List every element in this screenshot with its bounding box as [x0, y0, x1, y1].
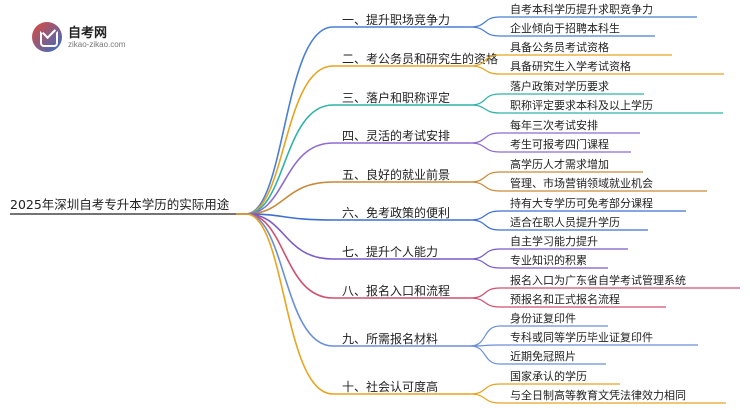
leaf-label: 身份证复印件: [510, 311, 576, 325]
leaf-node[interactable]: 专业知识的积累: [469, 253, 608, 269]
leaf-node[interactable]: 每年三次考试安排: [469, 118, 640, 144]
leaf-label: 自主学习能力提升: [510, 234, 598, 248]
leaf-label: 与全日制高等教育文凭法律效力相同: [510, 388, 686, 402]
leaf-connector: [469, 16, 501, 28]
leaf-node[interactable]: 专科或同等学历毕业证复印件: [469, 330, 698, 347]
leaf-label: 具备研究生入学考试资格: [510, 59, 631, 73]
leaf-node[interactable]: 管理、市场营销领域就业机会: [469, 176, 707, 192]
graduation-cap-icon: [32, 22, 62, 52]
leaf-label: 持有大专学历可免考部分课程: [510, 196, 653, 210]
branch-label: 十、社会认可度高: [342, 379, 438, 394]
branch-label: 四、灵活的考试安排: [342, 128, 450, 143]
leaf-connector: [469, 93, 501, 106]
leaf-label: 预报名和正式报名流程: [510, 292, 620, 306]
leaf-label: 专科或同等学历毕业证复印件: [510, 330, 653, 344]
leaf-label: 国家承认的学历: [510, 369, 587, 383]
leaf-connector: [469, 219, 501, 231]
root-label: 2025年深圳自考专升本学历的实际用途: [10, 197, 230, 212]
leaf-connector: [469, 297, 501, 308]
branch-label: 七、提升个人能力: [342, 244, 438, 259]
leaf-connector: [469, 393, 501, 404]
leaf-label: 专业知识的积累: [510, 253, 587, 267]
leaf-connector: [469, 383, 501, 395]
leaf-label: 高学历人才需求增加: [510, 157, 609, 171]
leaf-label: 近期免冠照片: [510, 349, 576, 363]
branch-connector: [236, 213, 334, 395]
leaf-node[interactable]: 与全日制高等教育文凭法律效力相同: [469, 388, 726, 404]
leaf-node[interactable]: 具备研究生入学考试资格: [469, 59, 724, 75]
leaf-node[interactable]: 适合在职人员提升学历: [469, 215, 648, 231]
leaf-node[interactable]: 预报名和正式报名流程: [469, 292, 666, 308]
logo-url: zikao-zikao.com: [68, 40, 126, 49]
branch-label: 八、报名入口和流程: [342, 283, 450, 298]
leaf-connector: [469, 325, 501, 347]
leaf-label: 企业倾向于招聘本科生: [510, 21, 620, 35]
leaf-label: 每年三次考试安排: [510, 118, 598, 132]
branch-connector: [236, 26, 334, 215]
leaf-connector: [469, 104, 501, 114]
logo-name: 自考网: [68, 26, 108, 41]
branch-connector: [236, 142, 334, 215]
site-logo[interactable]: 自考网 zikao-zikao.com: [32, 22, 142, 52]
leaf-node[interactable]: 自考本科学历提升求职竞争力: [469, 2, 697, 28]
leaf-connector: [469, 171, 501, 183]
leaf-connector: [469, 181, 501, 192]
branch-connector: [236, 213, 334, 347]
leaf-connector: [469, 26, 501, 37]
leaf-label: 适合在职人员提升学历: [510, 215, 620, 229]
leaf-label: 考生可报考四门课程: [510, 137, 609, 151]
branch-label: 三、落户和职称评定: [342, 90, 450, 105]
root-node[interactable]: 2025年深圳自考专升本学历的实际用途: [10, 197, 236, 215]
leaf-connector: [469, 142, 501, 153]
leaf-label: 报名入口为广东省自学考试管理系统: [510, 273, 686, 287]
leaf-connector: [469, 345, 501, 365]
leaf-connector: [469, 210, 501, 221]
leaf-node[interactable]: 近期免冠照片: [469, 345, 606, 365]
leaf-label: 管理、市场营销领域就业机会: [510, 176, 653, 190]
leaf-connector: [469, 132, 501, 144]
branch-connector: [236, 65, 334, 215]
leaf-node[interactable]: 企业倾向于招聘本科生: [469, 21, 655, 37]
branch-label: 九、所需报名材料: [342, 331, 438, 346]
leaf-node[interactable]: 持有大专学历可免考部分课程: [469, 196, 686, 221]
branch-label: 二、考公务员和研究生的资格: [342, 51, 498, 66]
leaf-label: 职称评定要求本科及以上学历: [510, 98, 653, 112]
branch-connector: [236, 181, 334, 215]
leaf-connector: [469, 287, 501, 299]
leaf-node[interactable]: 职称评定要求本科及以上学历: [469, 98, 723, 114]
branch-label: 六、免考政策的便利: [342, 205, 450, 220]
leaf-label: 落户政策对学历要求: [510, 79, 609, 93]
leaf-connector: [469, 248, 501, 260]
leaf-node[interactable]: 考生可报考四门课程: [469, 137, 631, 153]
leaf-label: 自考本科学历提升求职竞争力: [510, 2, 653, 16]
leaf-label: 具备公务员考试资格: [510, 40, 609, 54]
branch-connector: [236, 104, 334, 215]
branch-label: 五、良好的就业前景: [342, 167, 450, 182]
leaf-connector: [469, 258, 501, 269]
branch-connector: [236, 213, 334, 299]
leaf-connector: [469, 65, 501, 75]
branch-label: 一、提升职场竞争力: [342, 12, 450, 27]
